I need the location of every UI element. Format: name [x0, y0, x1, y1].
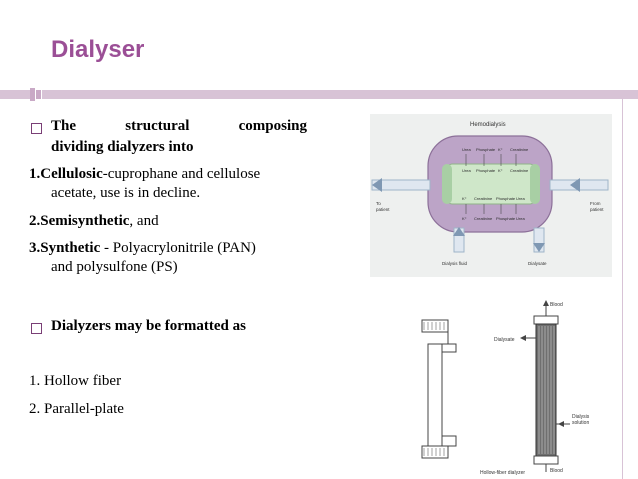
molecule-label: K⁺	[498, 147, 503, 152]
item1-rest: -cuprophane and cellulose	[102, 166, 261, 182]
dialysis-solution-label: solution	[572, 420, 589, 426]
figure-title: Hemodialysis	[470, 122, 506, 128]
bullet-square-icon	[31, 123, 42, 134]
hollow-fiber-diagram: Blood Dialysate Dialysis solution Blood …	[421, 300, 590, 476]
item1-number: 1.	[29, 166, 41, 182]
item3-line2: and polysulfone (PS)	[51, 259, 178, 275]
molecule-label: Phosphate	[496, 216, 516, 221]
tube-end-right	[530, 164, 540, 204]
bullet-square-icon	[31, 323, 42, 334]
item3-bold: Synthetic	[40, 240, 101, 256]
bullet1-line2: dividing dialyzers into	[51, 139, 194, 155]
item2-number: 2.	[29, 213, 41, 229]
right-vertical-rule	[622, 99, 623, 479]
blood-bottom-label: Blood	[550, 468, 563, 474]
from-patient-label: patient	[590, 207, 604, 212]
item2-line: 2.Semisynthetic, and	[29, 212, 159, 231]
molecule-label: Urea	[462, 168, 471, 173]
item3-rest: - Polyacrylonitrile (PAN)	[100, 240, 256, 256]
bullet1-word: composing	[238, 118, 307, 134]
title-divider-left	[0, 90, 30, 99]
molecule-label: Urea	[516, 196, 525, 201]
molecule-label: Phosphate	[496, 196, 516, 201]
molecule-label: K⁺	[498, 168, 503, 173]
dialysate-label: Dialysate	[528, 261, 547, 266]
arrow-left-icon	[520, 335, 526, 341]
tube-end-left	[442, 164, 452, 204]
from-patient-label: From	[590, 201, 601, 206]
molecule-label: Urea	[462, 147, 471, 152]
arrow-down-icon	[533, 243, 545, 252]
format1-text: 1. Hollow fiber	[29, 373, 122, 389]
blood-top-label: Blood	[550, 302, 563, 308]
to-patient-label: To	[376, 201, 381, 206]
item3-number: 3.	[29, 240, 41, 256]
dialysis-fluid-label: Dialysis fluid	[442, 261, 468, 266]
item1-bold: Cellulosic	[40, 166, 103, 182]
item1-line1: 1.Cellulosic-cuprophane and cellulose	[29, 165, 260, 184]
hemodialysis-figure: Hemodialysis Urea Phosphate K⁺ Creatinin…	[370, 114, 612, 277]
arrow-left-icon	[372, 178, 382, 192]
hollow-fiber-figure: Blood Dialysate Dialysis solution Blood …	[398, 296, 598, 476]
hemodialysis-diagram: Hemodialysis Urea Phosphate K⁺ Creatinin…	[371, 122, 609, 266]
dialysis-solution-label: Dialysis	[572, 414, 590, 420]
bullet1-word: structural	[125, 118, 190, 134]
item1-line2: acetate, use is in decline.	[51, 185, 201, 201]
to-patient-label: patient	[376, 207, 390, 212]
divider-square	[36, 90, 41, 99]
arrow-up-icon	[543, 300, 549, 306]
item2-bold: Semisynthetic	[40, 213, 130, 229]
title-divider-right	[42, 90, 638, 99]
bullet2-text: Dialyzers may be formatted as	[51, 318, 246, 334]
slide-title: Dialyser	[51, 36, 145, 63]
format2-text: 2. Parallel-plate	[29, 401, 124, 417]
item2-rest: , and	[129, 213, 159, 229]
molecule-label: Phosphate	[476, 168, 496, 173]
molecule-label: Creatinine	[510, 168, 529, 173]
arrow-left-icon	[570, 178, 580, 192]
item3-line1: 3.Synthetic - Polyacrylonitrile (PAN)	[29, 239, 256, 258]
molecule-label: Creatinine	[474, 196, 493, 201]
molecule-label: Creatinine	[474, 216, 493, 221]
bullet1-line1: The structural composing	[51, 118, 307, 135]
dialysate-label: Dialysate	[494, 337, 515, 343]
molecule-label: Creatinine	[510, 147, 529, 152]
bullet1-word: The	[51, 118, 77, 134]
arrow-up-icon	[453, 227, 465, 236]
arrow-left-icon	[558, 421, 564, 427]
molecule-label: Urea	[516, 216, 525, 221]
divider-square	[30, 88, 35, 101]
molecule-label: K⁺	[462, 196, 467, 201]
figure-caption: Hollow-fiber dialyzer	[480, 470, 525, 476]
molecule-label: Phosphate	[476, 147, 496, 152]
molecule-label: K⁺	[462, 216, 467, 221]
